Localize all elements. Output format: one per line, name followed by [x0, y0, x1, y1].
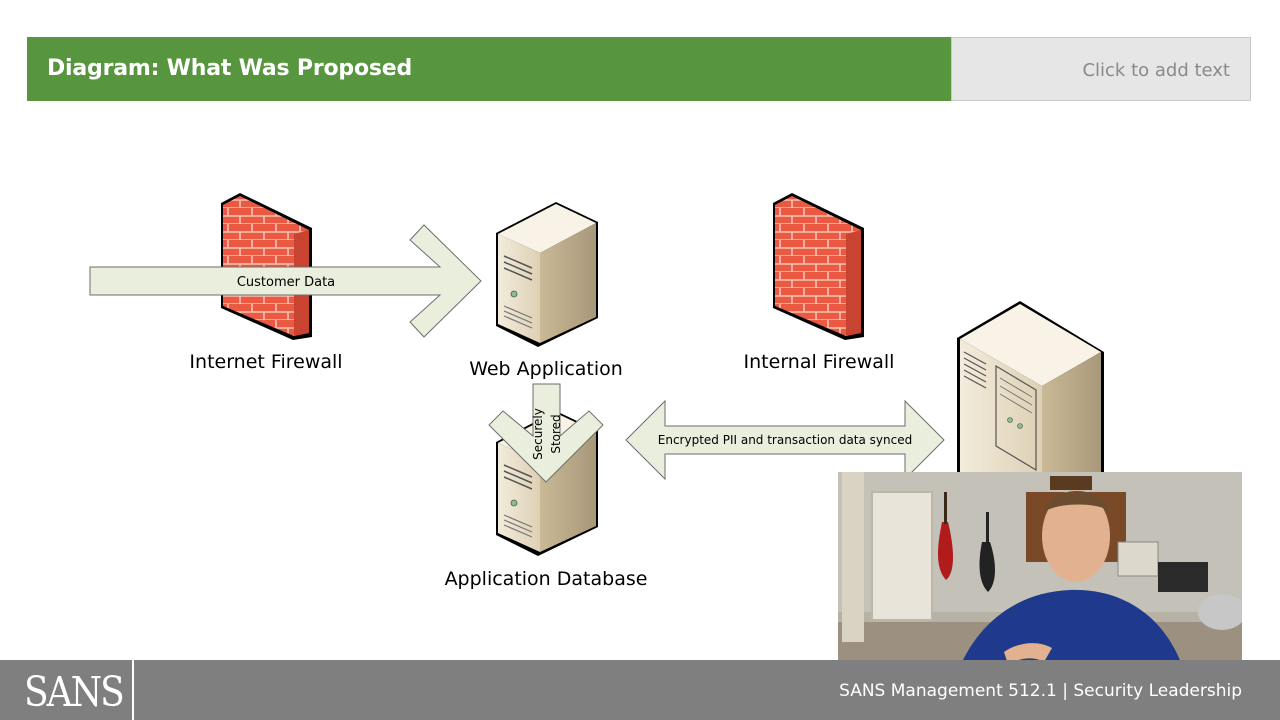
slide-footer: SANS SANS Management 512.1 | Security Le… — [0, 660, 1280, 720]
internet-firewall-label: Internet Firewall — [189, 351, 342, 373]
securely-stored-arrow — [488, 383, 604, 483]
sync-label: Encrypted PII and transaction data synce… — [658, 433, 912, 447]
architecture-diagram: Customer Data Securely Stored Encrypted … — [89, 193, 1104, 590]
course-name: SANS Management 512.1 | Security Leaders… — [839, 681, 1242, 701]
presenter-video-frame — [838, 472, 1242, 671]
backend-server-icon — [957, 301, 1104, 480]
slide-title-bar: Diagram: What Was Proposed — [27, 37, 951, 101]
sans-logo: SANS — [24, 669, 125, 717]
footer-divider — [132, 660, 134, 720]
text-placeholder[interactable]: Click to add text — [1082, 60, 1230, 81]
customer-data-label: Customer Data — [237, 275, 335, 290]
text-placeholder-box[interactable]: Click to add text — [951, 37, 1251, 101]
slide-title: Diagram: What Was Proposed — [47, 56, 413, 81]
internal-firewall-label: Internal Firewall — [744, 351, 895, 373]
securely-label: Securely — [531, 408, 545, 460]
application-database-label: Application Database — [445, 568, 648, 590]
customer-data-arrow — [89, 224, 482, 338]
web-application-label: Web Application — [469, 358, 623, 380]
sync-double-arrow — [625, 399, 945, 481]
presenter-webcam — [838, 472, 1242, 671]
internal-firewall-icon — [773, 193, 864, 340]
web-server-icon — [496, 202, 598, 347]
stored-label: Stored — [549, 414, 563, 453]
